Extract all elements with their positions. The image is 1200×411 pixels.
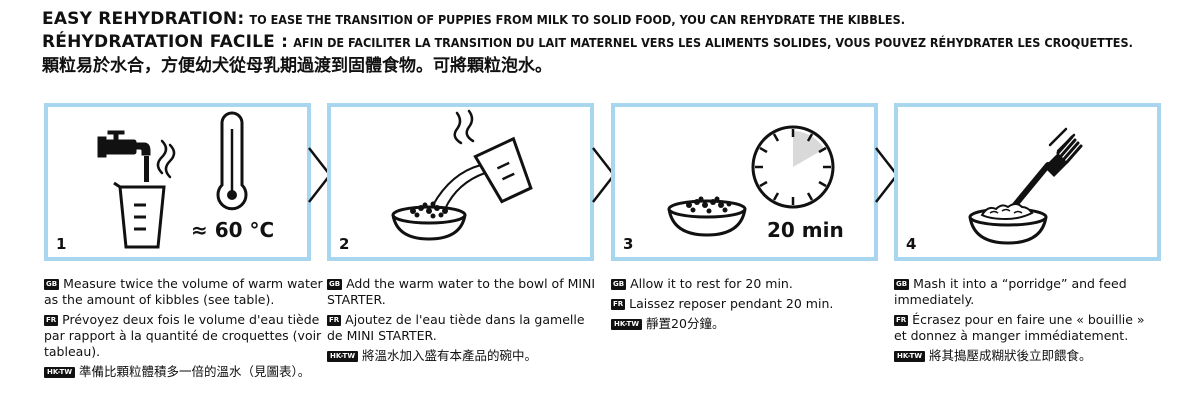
- step-2-fr-text: Ajoutez de l'eau tiède dans la gamelle d…: [327, 312, 585, 343]
- step-4-fr-text: Écrasez pour en faire une « bouillie » e…: [894, 312, 1145, 343]
- water-stream: [144, 156, 149, 182]
- step-3-zh-text: 靜置20分鐘。: [646, 316, 725, 331]
- step-number: 3: [623, 235, 634, 253]
- step-1-panel: ≈ 60 °C 1: [44, 103, 311, 261]
- bowl-of-porridge-icon: [968, 203, 1048, 245]
- flag-fr-badge: FR: [44, 315, 59, 326]
- step-3-fr-text: Laissez reposer pendant 20 min.: [629, 296, 834, 311]
- flag-fr-badge: FR: [611, 299, 626, 310]
- thermometer-icon: [216, 111, 248, 211]
- step-1-fr-text: Prévoyez deux fois le volume d'eau tiède…: [44, 312, 322, 359]
- flag-gb-badge: GB: [894, 279, 910, 290]
- flag-gb-badge: GB: [44, 279, 60, 290]
- header-line-en: EASY REHYDRATION: TO EASE THE TRANSITION…: [42, 8, 1192, 31]
- flag-hk-tw-badge: HK-TW: [327, 351, 359, 362]
- header: EASY REHYDRATION: TO EASE THE TRANSITION…: [42, 8, 1192, 78]
- step-4-gb-text: Mash it into a “porridge” and feed immed…: [894, 276, 1127, 307]
- step-1-zh-text: 準備比顆粒體積多一倍的溫水（見圖表）。: [79, 364, 311, 379]
- step-2-gb-text: Add the warm water to the bowl of MINI S…: [327, 276, 596, 307]
- clock-icon: [751, 125, 835, 209]
- step-4-panel: 4: [894, 103, 1161, 261]
- header-en-text: TO EASE THE TRANSITION OF PUPPIES FROM M…: [249, 12, 905, 27]
- flag-hk-tw-badge: HK-TW: [44, 367, 76, 378]
- header-fr-bold: RÉHYDRATATION FACILE :: [42, 32, 289, 52]
- header-en-bold: EASY REHYDRATION:: [42, 9, 245, 29]
- step-4-zh-text: 將其搗壓成糊狀後立即餵食。: [929, 348, 1092, 363]
- flag-gb-badge: GB: [611, 279, 627, 290]
- duration-label: 20 min: [767, 218, 844, 242]
- bowl-of-kibbles-icon: [667, 196, 747, 237]
- step-2-zh-text: 將溫水加入盛有本產品的碗中。: [362, 348, 538, 363]
- step-1-gb-text: Measure twice the volume of warm water a…: [44, 276, 323, 307]
- step-number: 1: [56, 235, 67, 253]
- steam-icon: [453, 109, 475, 145]
- header-fr-text: AFIN DE FACILITER LA TRANSITION DU LAIT …: [293, 35, 1133, 50]
- step-number: 2: [339, 235, 350, 253]
- measuring-cup-icon: [113, 181, 166, 249]
- flag-fr-badge: FR: [894, 315, 909, 326]
- header-line-fr: RÉHYDRATATION FACILE : AFIN DE FACILITER…: [42, 31, 1192, 54]
- step-3-gb-text: Allow it to rest for 20 min.: [630, 276, 793, 291]
- pouring-cup-icon: [473, 136, 533, 204]
- flag-hk-tw-badge: HK-TW: [611, 319, 643, 330]
- temperature-label: ≈ 60 °C: [191, 218, 274, 242]
- water-pour: [432, 164, 482, 206]
- step-3-panel: 20 min 3: [611, 103, 878, 261]
- fork-icon: [1007, 135, 1083, 214]
- header-zh: 顆粒易於水合，方便幼犬從母乳期過渡到固體食物。可將顆粒泡水。: [42, 56, 552, 76]
- step-2-panel: 2: [327, 103, 594, 261]
- flag-hk-tw-badge: HK-TW: [894, 351, 926, 362]
- flag-gb-badge: GB: [327, 279, 343, 290]
- steam-icon: [156, 139, 176, 179]
- step-number: 4: [906, 235, 917, 253]
- tap-icon: [97, 130, 151, 158]
- bowl-of-kibbles-icon: [391, 201, 467, 241]
- flag-fr-badge: FR: [327, 315, 342, 326]
